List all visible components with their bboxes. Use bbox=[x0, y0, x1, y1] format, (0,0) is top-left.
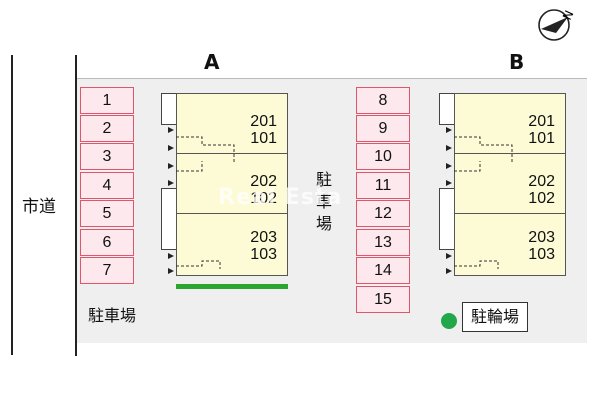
parking-space: 12 bbox=[356, 200, 410, 227]
watermark: Real Esta bbox=[218, 185, 343, 210]
stair-bracket bbox=[161, 93, 176, 125]
unit-number: 202 bbox=[528, 173, 555, 190]
building-b-unit-row: 201 101 bbox=[455, 94, 565, 154]
green-hedge bbox=[176, 284, 288, 289]
stair-outline bbox=[454, 136, 513, 163]
unit-number: 101 bbox=[528, 130, 555, 147]
entrance-arrow-icon bbox=[168, 180, 174, 186]
parking-space: 8 bbox=[356, 87, 410, 114]
building-a-unit-row: 203 103 bbox=[177, 214, 287, 276]
stair-outline bbox=[176, 260, 221, 269]
building-a: 201 101 202 102 203 103 bbox=[176, 93, 288, 276]
unit-number: 201 bbox=[250, 113, 277, 130]
building-a-doors bbox=[168, 127, 235, 274]
unit-number: 103 bbox=[250, 246, 277, 263]
stair-bracket bbox=[161, 188, 176, 250]
stair-outline bbox=[176, 161, 203, 172]
entrance-arrow-icon bbox=[168, 145, 174, 151]
building-a-label: A bbox=[204, 50, 220, 74]
parking-space: 4 bbox=[80, 172, 134, 199]
building-b-label: B bbox=[509, 50, 525, 74]
parking-label-vertical-3: 場 bbox=[316, 214, 333, 233]
entrance-arrow-icon bbox=[168, 253, 174, 259]
parking-space: 15 bbox=[356, 286, 410, 313]
compass-icon: N bbox=[538, 8, 577, 41]
entrance-arrow-icon bbox=[446, 163, 452, 169]
entrance-arrow-icon bbox=[446, 145, 452, 151]
entrance-arrow-icon bbox=[446, 127, 452, 133]
parking-space: 6 bbox=[80, 229, 134, 256]
parking-space: 11 bbox=[356, 172, 410, 199]
parking-space: 13 bbox=[356, 229, 410, 256]
entrance-arrow-icon bbox=[446, 268, 452, 274]
stair-bracket bbox=[439, 93, 454, 125]
building-b-unit-row: 203 103 bbox=[455, 214, 565, 276]
stair-outline bbox=[454, 260, 499, 269]
entrance-arrow-icon bbox=[446, 253, 452, 259]
building-b-unit-row: 202 102 bbox=[455, 154, 565, 214]
unit-number: 201 bbox=[528, 113, 555, 130]
parking-label-vertical-2: 車 bbox=[316, 192, 333, 211]
building-a-unit-row: 201 101 bbox=[177, 94, 287, 154]
building-a-unit-row: 202 102 bbox=[177, 154, 287, 214]
unit-number: 103 bbox=[528, 246, 555, 263]
stair-outline bbox=[176, 136, 235, 163]
parking-space: 14 bbox=[356, 257, 410, 284]
bicycle-parking-marker bbox=[441, 313, 457, 329]
parking-space: 1 bbox=[80, 87, 134, 114]
entrance-arrow-icon bbox=[168, 268, 174, 274]
lot-boundary-top bbox=[75, 55, 77, 79]
entrance-arrow-icon bbox=[168, 163, 174, 169]
parking-space: 3 bbox=[80, 143, 134, 170]
parking-space: 5 bbox=[80, 200, 134, 227]
unit-number: 102 bbox=[528, 190, 555, 207]
parking-space: 7 bbox=[80, 257, 134, 284]
unit-number: 203 bbox=[528, 229, 555, 246]
parking-space: 10 bbox=[356, 143, 410, 170]
parking-space: 9 bbox=[356, 115, 410, 142]
parking-space: 2 bbox=[80, 115, 134, 142]
stair-bracket bbox=[439, 188, 454, 250]
stair-outline bbox=[454, 161, 481, 172]
entrance-arrow-icon bbox=[446, 180, 452, 186]
parking-label-bottom: 駐車場 bbox=[88, 306, 137, 325]
lot-boundary-bottom bbox=[75, 342, 77, 356]
city-road-label: 市道 bbox=[22, 197, 56, 217]
city-road-line bbox=[11, 55, 13, 355]
parking-label-vertical-1: 駐 bbox=[316, 170, 333, 189]
unit-number: 102 bbox=[250, 190, 277, 207]
entrance-arrow-icon bbox=[168, 127, 174, 133]
building-b-doors bbox=[446, 127, 513, 274]
unit-number: 203 bbox=[250, 229, 277, 246]
unit-number: 202 bbox=[250, 173, 277, 190]
unit-number: 101 bbox=[250, 130, 277, 147]
building-b: 201 101 202 102 203 103 bbox=[454, 93, 566, 276]
bicycle-parking-label: 駐輪場 bbox=[462, 302, 528, 332]
